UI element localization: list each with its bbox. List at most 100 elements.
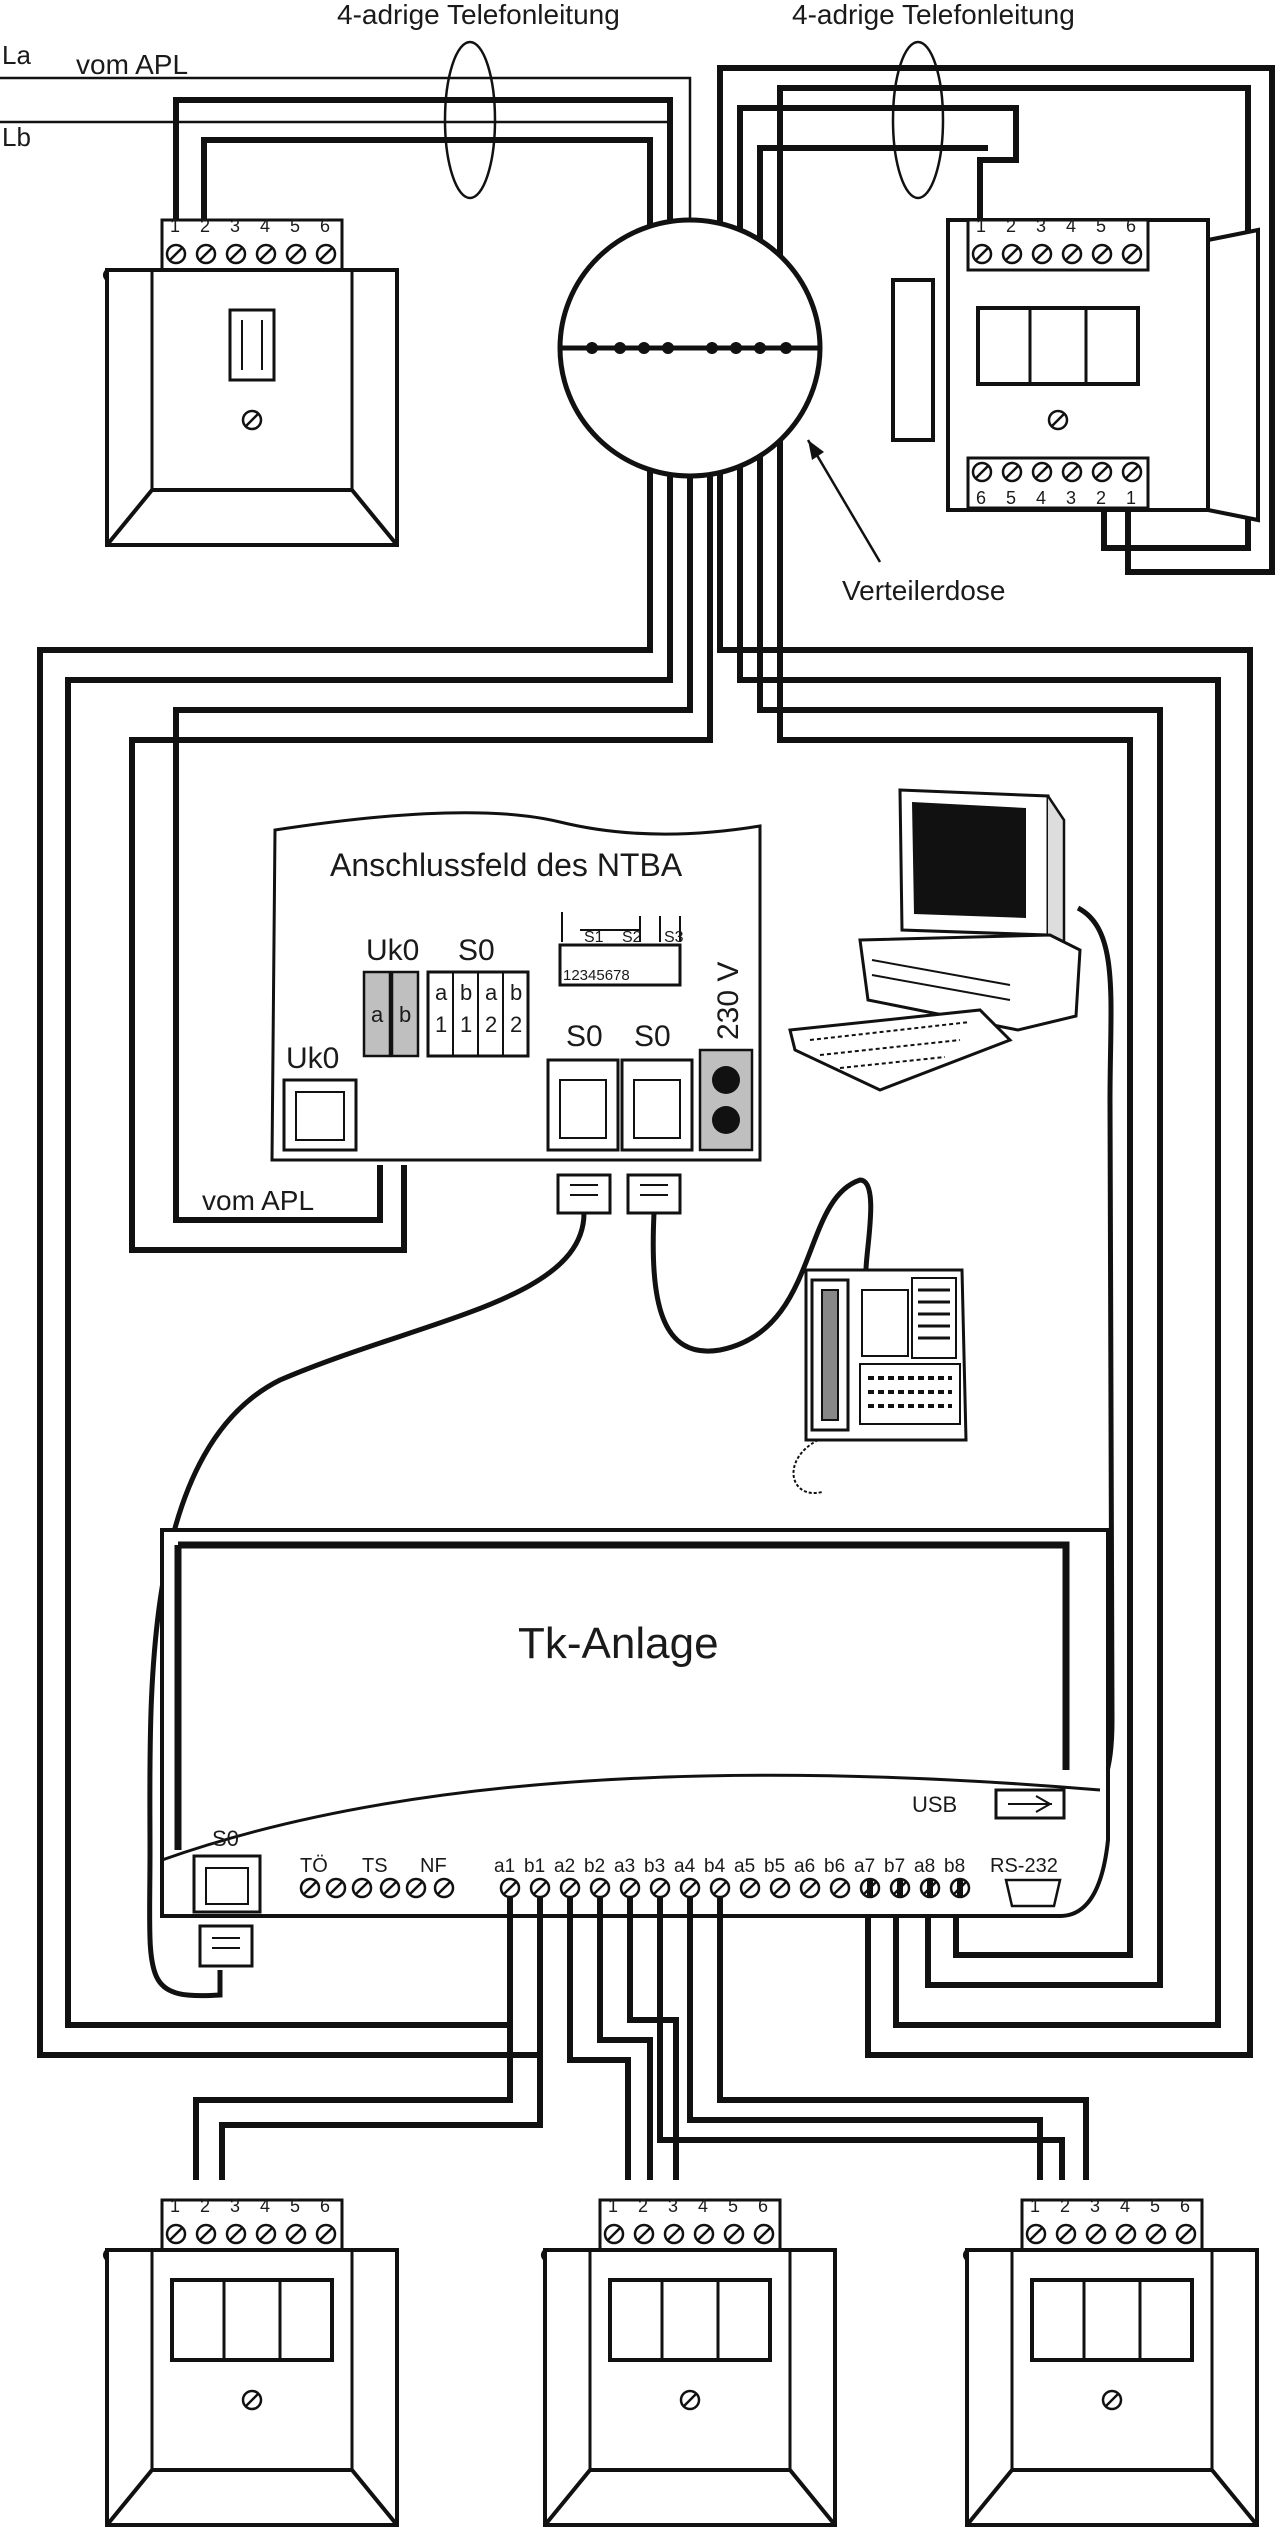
- wire-loop-right-5: [717, 420, 1253, 2058]
- wire-b3-socket-br: [687, 1898, 1043, 2180]
- svg-text:5: 5: [1096, 216, 1106, 236]
- tk-rs232-port[interactable]: [1004, 1878, 1062, 1908]
- svg-text:3: 3: [230, 216, 240, 236]
- svg-text:1: 1: [460, 1012, 472, 1037]
- svg-text:b1: b1: [524, 1856, 545, 1877]
- svg-text:b7: b7: [884, 1856, 905, 1877]
- ntba-s0-jack1-label: S0: [566, 1020, 603, 1053]
- svg-text:5: 5: [1150, 2196, 1160, 2216]
- svg-text:a: a: [485, 980, 498, 1005]
- vom-apl-top-label: vom APL: [76, 49, 188, 80]
- svg-text:6: 6: [1180, 2196, 1190, 2216]
- svg-text:b4: b4: [704, 1856, 726, 1877]
- svg-text:4: 4: [1120, 2196, 1130, 2216]
- ntba-s0-jack-2[interactable]: [620, 1058, 694, 1152]
- svg-text:6: 6: [758, 2196, 768, 2216]
- svg-text:S1: S1: [584, 929, 604, 946]
- wire-loop-right-8: [777, 420, 1133, 1958]
- wire-loop-left-5: [173, 420, 693, 1223]
- svg-text:1: 1: [1126, 488, 1136, 508]
- ntba-s0-block-label: S0: [458, 934, 495, 967]
- svg-text:b3: b3: [644, 1856, 665, 1877]
- cable-label-right: 4-adrige Telefonleitung: [792, 0, 1075, 30]
- svg-text:1: 1: [435, 1012, 447, 1037]
- svg-text:3: 3: [1066, 488, 1076, 508]
- svg-text:2: 2: [510, 1012, 522, 1037]
- svg-text:1: 1: [170, 2196, 180, 2216]
- wire-b2-socket-bm: [597, 1898, 653, 2180]
- svg-text:3: 3: [1036, 216, 1046, 236]
- svg-text:a: a: [435, 980, 448, 1005]
- cable-ntba-to-phone: [650, 1177, 874, 1354]
- svg-text:b: b: [510, 980, 522, 1005]
- svg-text:2: 2: [1006, 216, 1016, 236]
- svg-text:TÖ: TÖ: [300, 1855, 328, 1877]
- distribution-box-pointer: [806, 439, 882, 563]
- svg-text:S2: S2: [622, 929, 642, 946]
- ntba-vom-apl: vom APL: [202, 1185, 314, 1216]
- cable-label-left: 4-adrige Telefonleitung: [337, 0, 620, 30]
- svg-text:a4: a4: [674, 1856, 696, 1877]
- wire-loop-right-7: [757, 420, 1163, 1988]
- svg-text:12345678: 12345678: [563, 967, 630, 984]
- svg-text:a6: a6: [794, 1856, 815, 1877]
- svg-text:4: 4: [260, 216, 270, 236]
- line-a-label: La: [2, 40, 31, 70]
- svg-text:TS: TS: [362, 1855, 388, 1877]
- svg-text:a1: a1: [494, 1856, 515, 1877]
- socket-top-left: 1 2 3 4 5 6: [102, 216, 399, 547]
- svg-text:b: b: [460, 980, 472, 1005]
- svg-text:6: 6: [1126, 216, 1136, 236]
- svg-text:2: 2: [200, 216, 210, 236]
- svg-text:1: 1: [1030, 2196, 1040, 2216]
- svg-text:b8: b8: [944, 1856, 965, 1877]
- svg-text:6: 6: [320, 2196, 330, 2216]
- svg-text:b2: b2: [584, 1856, 605, 1877]
- svg-text:4: 4: [1066, 216, 1076, 236]
- svg-text:a5: a5: [734, 1856, 755, 1877]
- distribution-box-label: Verteilerdose: [842, 575, 1005, 606]
- wire-loop-right-1: [717, 65, 1275, 575]
- svg-text:a8: a8: [914, 1856, 935, 1877]
- wire-loop-left-6: [129, 420, 713, 1253]
- cable-bundle-right: [891, 40, 945, 200]
- svg-text:S3: S3: [664, 929, 684, 946]
- svg-text:3: 3: [668, 2196, 678, 2216]
- svg-text:2: 2: [200, 2196, 210, 2216]
- svg-text:5: 5: [290, 2196, 300, 2216]
- plug-tk-s0: [198, 1924, 254, 1968]
- svg-text:2: 2: [485, 1012, 497, 1037]
- ntba-s0-jack-1[interactable]: [546, 1058, 620, 1152]
- line-b-label: Lb: [2, 122, 31, 152]
- svg-text:2: 2: [1060, 2196, 1070, 2216]
- svg-text:b6: b6: [824, 1856, 845, 1877]
- telephone-icon: [792, 1268, 968, 1495]
- ntba-s0-jack2-label: S0: [634, 1020, 671, 1053]
- wire-a1-socket-bl: [193, 1898, 513, 2180]
- svg-text:2: 2: [638, 2196, 648, 2216]
- wire-b1-socket-bl: [219, 1898, 543, 2180]
- svg-text:4: 4: [260, 2196, 270, 2216]
- cable-bundle-left: [443, 40, 497, 200]
- svg-text:6: 6: [320, 216, 330, 236]
- computer-icon: [788, 788, 1082, 1092]
- ntba-voltage: 230 V: [712, 962, 745, 1040]
- svg-text:a2: a2: [554, 1856, 575, 1877]
- svg-text:b: b: [399, 1002, 411, 1027]
- wire-loop-right-2: [737, 105, 1019, 350]
- svg-text:2: 2: [1096, 488, 1106, 508]
- wire-a2-socket-bm: [567, 1898, 631, 2180]
- ntba-uk0-left: Uk0: [286, 1042, 339, 1075]
- svg-text:5: 5: [728, 2196, 738, 2216]
- svg-text:a: a: [371, 1002, 384, 1027]
- tk-s0-label: S0: [212, 1826, 239, 1851]
- svg-text:1: 1: [976, 216, 986, 236]
- svg-text:b5: b5: [764, 1856, 785, 1877]
- svg-text:3: 3: [1090, 2196, 1100, 2216]
- socket-top-right: 1 2 3 4 5 6 6 5 4 3 2 1: [891, 216, 1260, 523]
